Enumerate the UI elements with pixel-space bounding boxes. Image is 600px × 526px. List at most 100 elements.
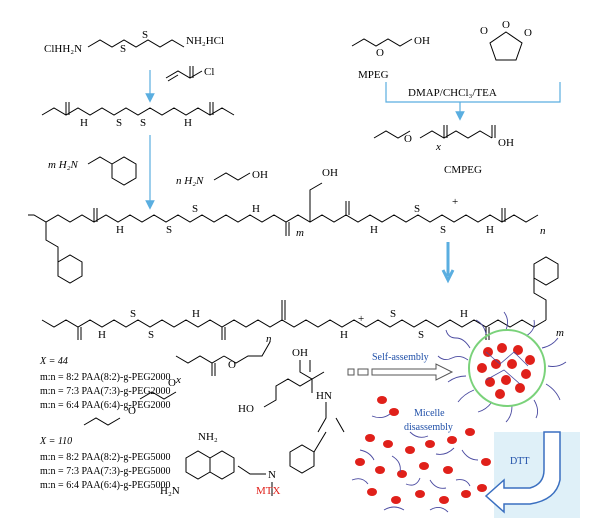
merge-bracket — [385, 82, 561, 103]
micelle-peg-chains — [437, 311, 567, 423]
svg-text:O: O — [524, 27, 532, 39]
peg2000-line: m:n = 7:3 PAA(7:3)-g-PEG2000 — [40, 386, 171, 397]
x44-label: X = 44 — [39, 356, 68, 367]
mpeg-structure: O OH MPEG — [351, 35, 430, 81]
phenethylamine-label: m H₂N — [48, 159, 78, 171]
peg5000-labels: X = 110 m:n = 8:2 PAA(8:2)-g-PEG5000 m:n… — [39, 436, 171, 491]
micelle-label: Micelle — [414, 408, 445, 419]
acryloyl-chain — [165, 70, 203, 79]
cmpeg-label: CMPEG — [444, 164, 482, 176]
mtx-n: N — [268, 469, 276, 481]
svg-text:H: H — [486, 224, 494, 236]
m-subscript: m — [296, 227, 304, 239]
sulfur-label: S — [120, 43, 126, 55]
micelle — [437, 311, 567, 423]
peg5000-line: m:n = 6:4 PAA(6:4)-g-PEG5000 — [40, 480, 171, 491]
dtt-label: DTT — [510, 456, 529, 467]
sulfur-label: S — [440, 224, 446, 236]
mtx-label: MTX — [256, 485, 281, 497]
peg2000-line: m:n = 8:2 PAA(8:2)-g-PEG2000 — [40, 372, 171, 383]
acryloyl-chloride: Cl — [165, 66, 214, 82]
dtt-arrow — [484, 431, 561, 514]
phenethylamine: m H₂N — [48, 156, 137, 186]
svg-text:H: H — [98, 329, 106, 341]
sulfur-label: S — [116, 117, 122, 129]
oxygen-label: O — [376, 47, 384, 59]
svg-text:H: H — [116, 224, 124, 236]
conditions-label: DMAP/CHCl₃/TEA — [408, 87, 497, 99]
plus-sign: + — [358, 313, 364, 325]
sulfur-label: S — [142, 29, 148, 41]
x110-label: X = 110 — [39, 436, 72, 447]
free-drug-particles — [355, 396, 491, 504]
succinic-anhydride: O O O — [480, 19, 532, 61]
n-subscript: n — [266, 333, 272, 345]
cystamine-left-label: ClHH₂N — [44, 43, 82, 55]
cystamine-right-label: NH₂HCl — [186, 35, 224, 47]
ethanolamine: n H₂N OH — [176, 169, 268, 187]
svg-text:OH: OH — [498, 137, 514, 149]
svg-text:O: O — [228, 359, 236, 371]
peg5000-line: m:n = 8:2 PAA(8:2)-g-PEG5000 — [40, 452, 171, 463]
peg2000-labels: X = 44 m:n = 8:2 PAA(8:2)-g-PEG2000 m:n … — [39, 356, 171, 411]
svg-text:H: H — [192, 308, 200, 320]
sulfur-label: S — [414, 203, 420, 215]
released-drug — [351, 396, 491, 513]
paa-backbone-1: H S S H m OH H S S H n — [28, 167, 546, 284]
micelle-drug-core — [477, 343, 535, 399]
sulfur-label: S — [140, 117, 146, 129]
mpeg-label: MPEG — [358, 69, 389, 81]
mtx-benzene — [289, 444, 315, 474]
hydroxyl-label: OH — [252, 169, 268, 181]
self-assembly-arrow: Self-assembly — [347, 352, 454, 381]
mtx-hn: HN — [316, 390, 332, 402]
peg5000-line: m:n = 7:3 PAA(7:3)-g-PEG5000 — [40, 466, 171, 477]
peg2000-line: m:n = 6:4 PAA(6:4)-g-PEG2000 — [40, 400, 171, 411]
self-assembly-label: Self-assembly — [372, 352, 429, 363]
dtt-panel: DTT — [484, 431, 580, 518]
pteridine-ring — [209, 450, 235, 480]
self-assembly-arrow-shape — [371, 363, 454, 381]
sulfur-label: S — [130, 308, 136, 320]
amide-h: H — [80, 117, 88, 129]
n-subscript: n — [540, 225, 546, 237]
sulfur-label: S — [418, 329, 424, 341]
svg-text:O: O — [128, 405, 136, 417]
mtx-ho: HO — [238, 403, 254, 415]
arrow-grafting — [441, 242, 455, 284]
cmpeg-structure: O OH x CMPEG — [373, 125, 514, 176]
m-subscript: m — [556, 327, 564, 339]
cystamine-chain — [87, 39, 185, 48]
plus-sign: + — [452, 196, 458, 208]
mtx-nh2-bottom: H₂N — [160, 485, 180, 497]
svg-text:H: H — [340, 329, 348, 341]
svg-text:O: O — [502, 19, 510, 31]
bisacrylamide-structure: H S S H — [41, 102, 235, 129]
ethanolamine-label: n H₂N — [176, 175, 204, 187]
amide-h: H — [184, 117, 192, 129]
mtx-oh-top: OH — [292, 347, 308, 359]
sulfur-label: S — [166, 224, 172, 236]
svg-text:O: O — [480, 25, 488, 37]
micelle-shell — [468, 329, 546, 407]
benzene-ring — [57, 254, 83, 284]
svg-text:H: H — [370, 224, 378, 236]
benzene-ring — [533, 256, 559, 286]
sulfur-label: S — [148, 329, 154, 341]
mtx-structure: OH HN HO N NH₂ H₂N MTX — [160, 347, 345, 497]
cystamine-structure: ClHH₂N S S NH₂HCl — [44, 29, 224, 55]
mtx-nh2-top: NH₂ — [198, 431, 218, 443]
svg-text:H: H — [460, 308, 468, 320]
x-subscript: x — [175, 374, 181, 386]
benzene-ring — [111, 156, 137, 186]
svg-text:O: O — [168, 377, 176, 389]
dtt-background — [494, 432, 580, 518]
sulfur-label: S — [192, 203, 198, 215]
sulfur-label: S — [390, 308, 396, 320]
mpeg-oh: OH — [414, 35, 430, 47]
pteridine-ring — [185, 450, 211, 480]
paa-grafted-backbone: H S S H n H S S H m O O O x — [41, 256, 564, 426]
cmpeg-x-subscript: x — [435, 141, 441, 153]
